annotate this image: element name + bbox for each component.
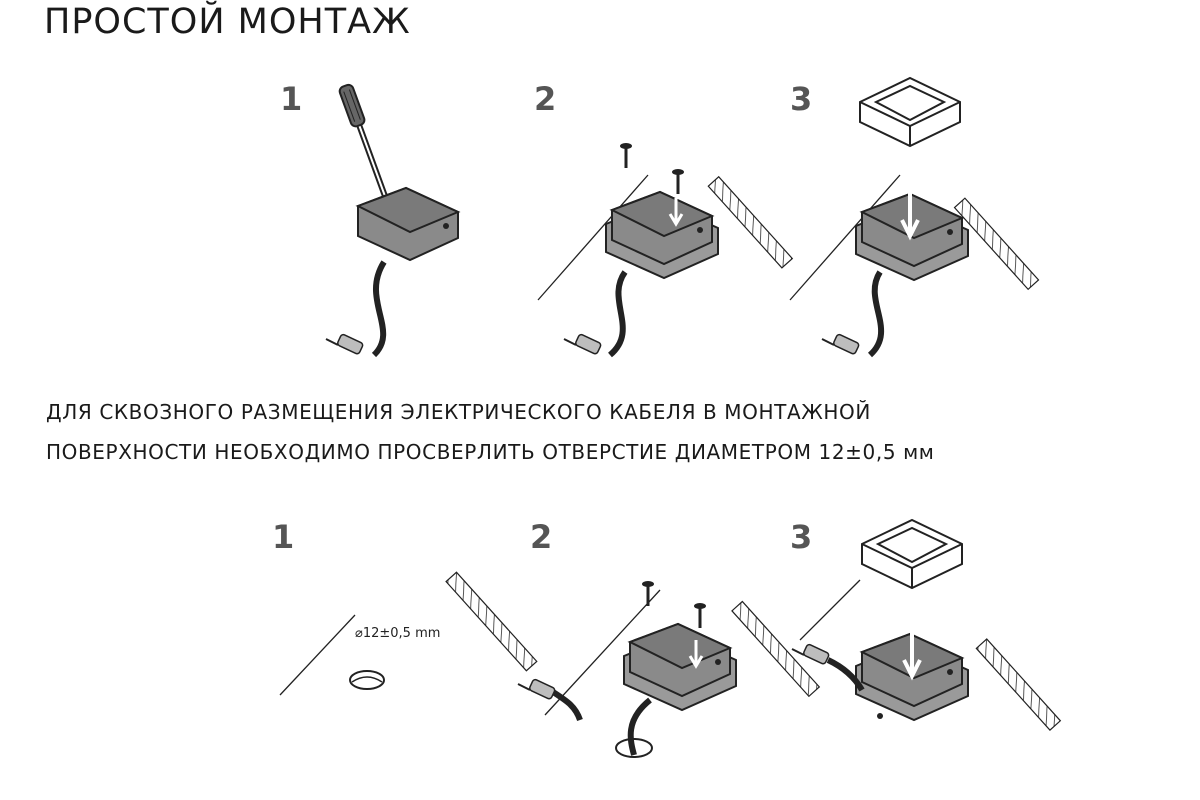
- top-step-3-illustration: [789, 77, 1040, 358]
- bottom-step-3-number: 3: [790, 518, 813, 556]
- top-step-3-number: 3: [790, 80, 813, 118]
- instruction-line-2: ПОВЕРХНОСТИ НЕОБХОДИМО ПРОСВЕРЛИТЬ ОТВЕР…: [46, 440, 935, 464]
- bottom-step-2-illustration: [517, 579, 821, 758]
- page-title: ПРОСТОЙ МОНТАЖ: [44, 2, 411, 42]
- top-step-2-number: 2: [534, 80, 557, 118]
- bottom-step-1-illustration: ⌀12±0,5 mm: [279, 571, 538, 696]
- hole-diameter-label: ⌀12±0,5 mm: [355, 626, 440, 641]
- top-step-1-illustration: [325, 83, 459, 358]
- bottom-step-3-illustration: [791, 519, 1062, 731]
- bottom-step-2-number: 2: [530, 518, 553, 556]
- instruction-line-1: ДЛЯ СКВОЗНОГО РАЗМЕЩЕНИЯ ЭЛЕКТРИЧЕСКОГО …: [46, 400, 871, 424]
- bottom-step-1-number: 1: [272, 518, 295, 556]
- top-step-1-number: 1: [280, 80, 303, 118]
- top-step-2-illustration: [537, 141, 794, 358]
